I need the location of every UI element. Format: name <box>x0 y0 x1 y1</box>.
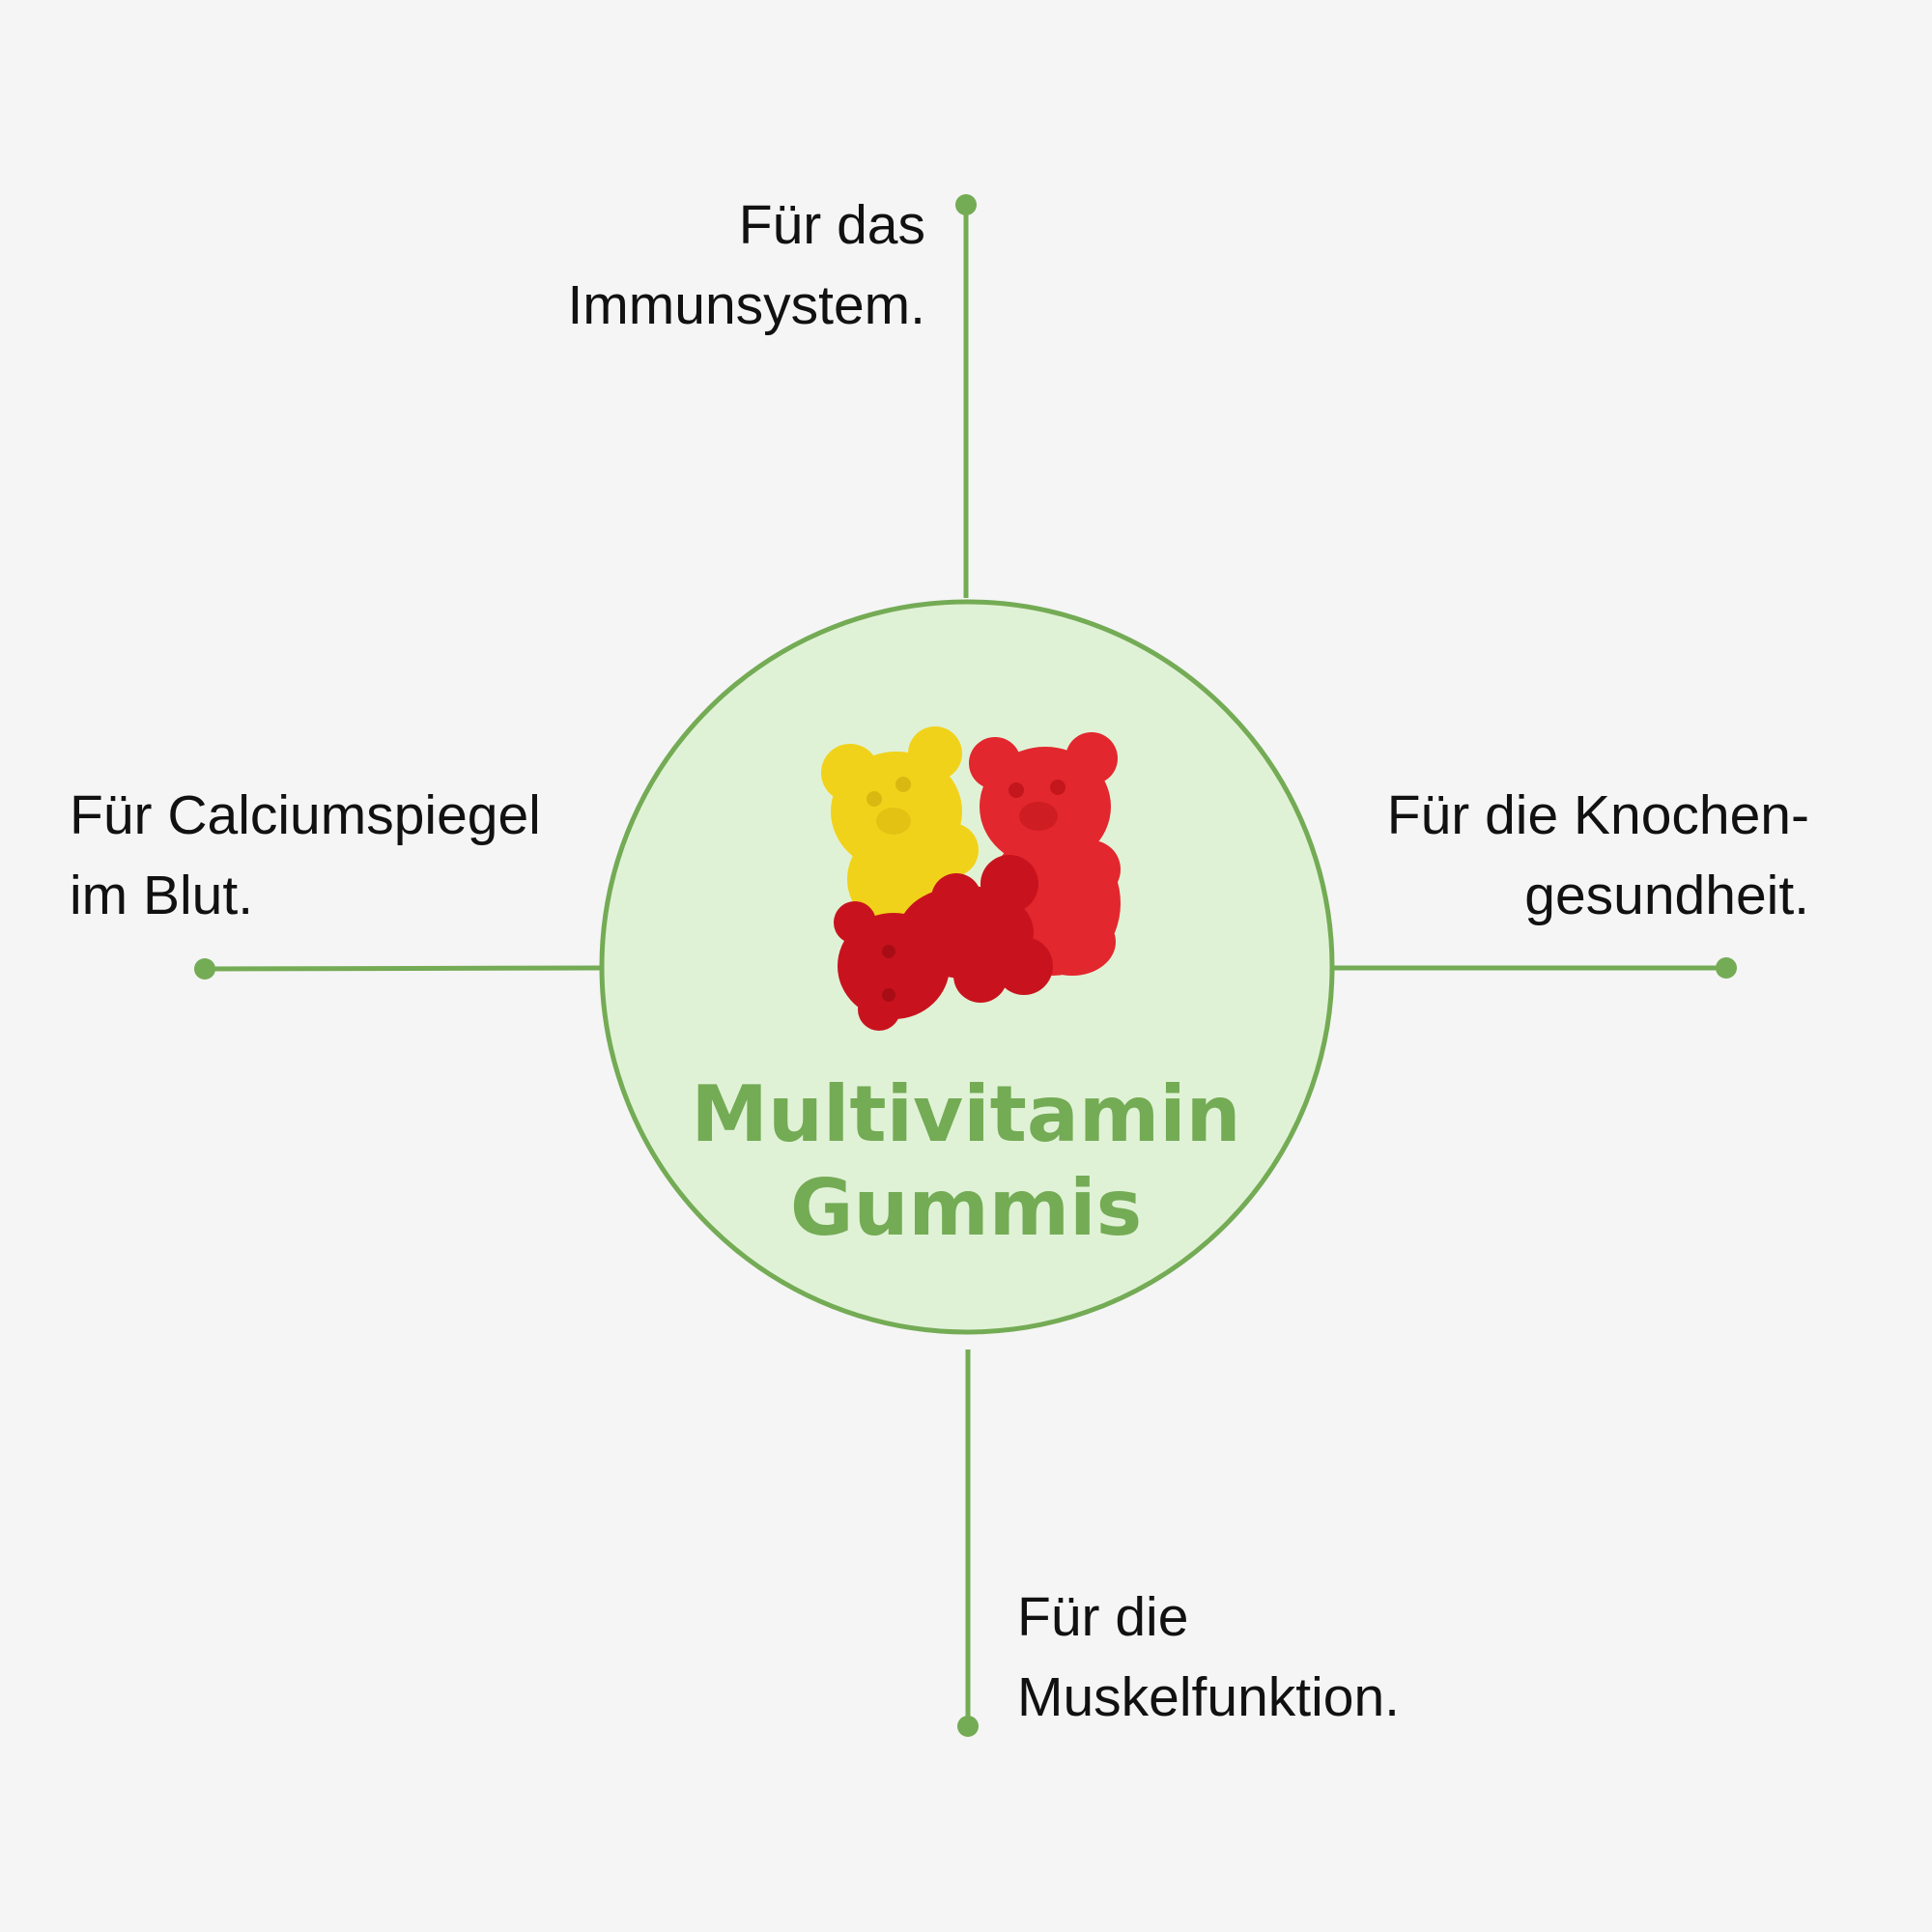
dot-left <box>194 958 215 980</box>
product-title-line2: Gummis <box>789 1163 1143 1253</box>
connector-left <box>204 965 601 972</box>
gummy-bears-icon <box>821 726 1121 1031</box>
benefit-bottom: Für die Muskelfunktion. <box>1017 1577 1400 1738</box>
benefit-top: Für das Immunsystem. <box>567 185 925 346</box>
benefit-left-line2: im Blut. <box>70 865 254 926</box>
benefit-bottom-line1: Für die <box>1017 1586 1189 1648</box>
product-title-line1: Multivitamin <box>691 1069 1241 1159</box>
benefit-bottom-line2: Muskelfunktion. <box>1017 1666 1401 1728</box>
benefit-right: Für die Knochen- gesundheit. <box>1387 776 1809 936</box>
benefit-left-line1: Für Calciumspiegel <box>70 784 541 846</box>
benefit-right-line1: Für die Knochen- <box>1386 784 1809 846</box>
dot-right <box>1716 957 1737 979</box>
benefit-top-line1: Für das <box>738 194 925 256</box>
dot-top <box>955 194 977 215</box>
benefit-left: Für Calciumspiegel im Blut. <box>70 776 541 936</box>
benefit-right-line2: gesundheit. <box>1524 865 1809 926</box>
benefit-top-line2: Immunsystem. <box>567 274 925 336</box>
dot-bottom <box>957 1716 979 1737</box>
